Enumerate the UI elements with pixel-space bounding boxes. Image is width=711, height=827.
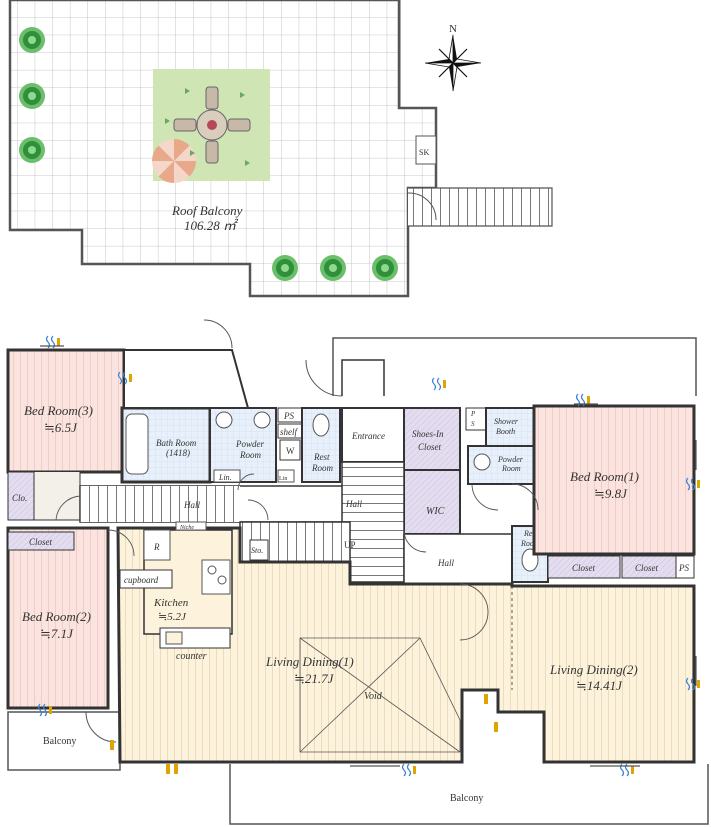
void: [299, 637, 461, 753]
balcony-bottom-label: Balcony: [450, 793, 483, 804]
kitchen-size: ≒5.2J: [158, 611, 187, 623]
shower-booth: [485, 407, 535, 447]
booth-label: Booth: [496, 427, 515, 436]
balcony-left-label: Balcony: [43, 736, 76, 747]
niche-label: Niche: [179, 525, 194, 531]
shoes-in-closet: [403, 407, 461, 471]
north-arrow-icon: [424, 34, 482, 92]
hall-center-label: Hall: [345, 499, 363, 509]
ld1-name: Living Dining(1): [265, 654, 354, 669]
table-set: [173, 86, 251, 164]
parasol-icon: [152, 139, 196, 183]
r-label: R: [153, 542, 160, 552]
rest-a-room: Room: [311, 463, 333, 473]
powder-b-room: Room: [501, 464, 521, 473]
bed-room-1-size: ≒9.8J: [594, 486, 628, 501]
closet-bed1a-label: Closet: [572, 563, 596, 573]
bed-room-3-name: Bed Room(3): [24, 403, 93, 418]
bed-room-2-name: Bed Room(2): [22, 609, 91, 624]
bed-room-3: [6, 348, 126, 474]
closet-bed2-label: Closet: [29, 537, 53, 547]
north-label: N: [449, 23, 457, 35]
bed-room-2-size: ≒7.1J: [40, 626, 74, 641]
ld2-size: ≒14.41J: [576, 678, 623, 693]
p-label: P: [470, 410, 476, 418]
bed-room-2: [6, 526, 110, 710]
s-label: S: [471, 420, 475, 428]
roof-balcony: SK Roof Balcony 106.28 ㎡: [8, 0, 553, 298]
entrance: [341, 407, 405, 463]
entrance-label: Entrance: [351, 431, 385, 441]
ps-right-label: PS: [678, 563, 689, 573]
powder-a-room: Room: [239, 450, 261, 460]
shoes-in-label: Shoes-In: [412, 429, 444, 439]
rest-a-label: Rest: [313, 452, 330, 462]
ld1-size: ≒21.7J: [294, 671, 335, 686]
powder-b-label: Powder: [497, 455, 524, 464]
kitchen-name: Kitchen: [153, 597, 189, 609]
hall-left-label: Hall: [183, 500, 201, 510]
shower-label: Shower: [494, 417, 519, 426]
roof-area: 106.28 ㎡: [184, 218, 239, 233]
shoes-closet-label: Closet: [418, 442, 442, 452]
shelf-label: shelf: [280, 427, 298, 437]
living-dining-1: [116, 526, 696, 764]
lin-label: Lin.: [218, 473, 232, 482]
cupboard-label: cupboard: [124, 575, 159, 585]
sk-label: SK: [419, 148, 429, 157]
up-label: UP: [344, 540, 356, 550]
hall-right-label: Hall: [437, 558, 455, 568]
powder-a-label: Powder: [235, 439, 264, 449]
bed-room-3-size: ≒6.5J: [44, 420, 78, 435]
lin2-label: Lin: [279, 476, 287, 482]
roof-name: Roof Balcony: [171, 203, 243, 218]
ld2-name: Living Dining(2): [549, 662, 638, 677]
closet-bed1b-label: Closet: [635, 563, 659, 573]
bed-room-1-name: Bed Room(1): [570, 469, 639, 484]
rest-b-label: Rest: [523, 529, 539, 538]
ps-label: PS: [283, 411, 294, 421]
bath-label: Bath Room: [156, 438, 197, 448]
bath-code: (1418): [166, 448, 190, 458]
sto-label: Sto.: [251, 546, 263, 555]
closet-bed3-label: Clo.: [12, 493, 27, 503]
floor-rooms: Balcony Balcony Clo. Bed Room(3) ≒6.5J C…: [6, 319, 709, 825]
counter-label: counter: [176, 651, 207, 662]
bed-room-1: [532, 404, 696, 556]
wic: [403, 469, 461, 535]
void-label: Void: [364, 691, 383, 702]
rest-b-room: Room: [520, 539, 540, 548]
washer-label: W: [286, 446, 295, 456]
wic-label: WIC: [426, 506, 445, 517]
